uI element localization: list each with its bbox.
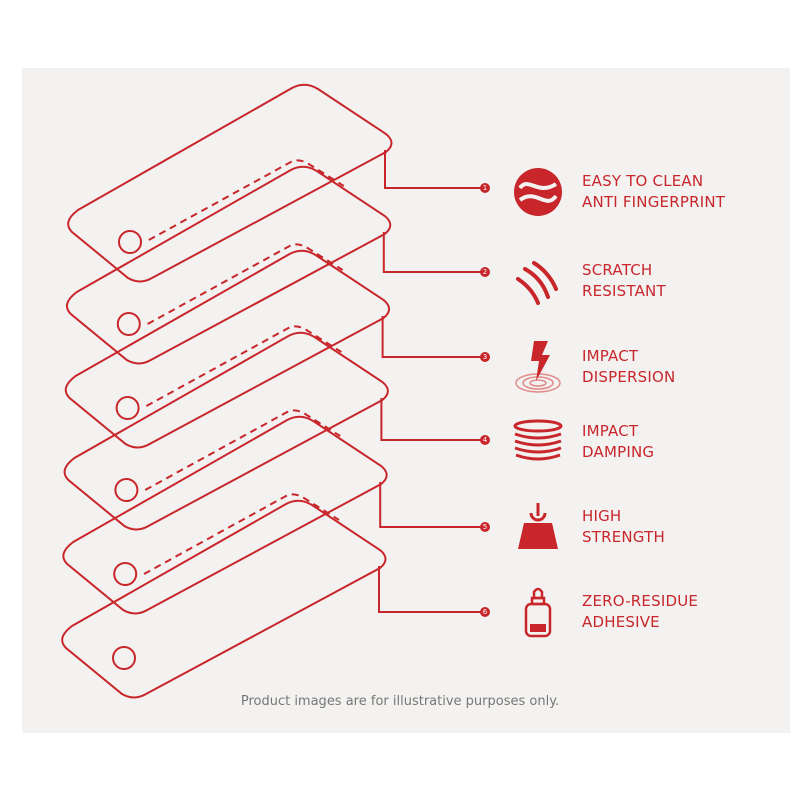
leader-line-4: [380, 398, 482, 441]
feature-impact-dispersion: IMPACT DISPERSION: [512, 341, 675, 393]
disclaimer-text: Product images are for illustrative purp…: [240, 694, 560, 709]
background-card: [22, 68, 790, 733]
yin-yang-clean-icon: [514, 168, 562, 216]
feature-impact-damping: IMPACT DAMPING: [512, 416, 654, 468]
feature-title: SCRATCH: [582, 261, 653, 279]
layer-plate-2: [65, 165, 392, 365]
weight-icon: [518, 503, 558, 549]
layer-number-3: 3: [480, 352, 490, 362]
hidden-edge: [145, 325, 342, 407]
hidden-edge: [147, 243, 344, 325]
layer-number-6: 6: [480, 607, 490, 617]
layer-plate-4: [63, 331, 389, 531]
feature-scratch-resistant: SCRATCH RESISTANT: [512, 255, 666, 307]
feature-subtitle: ADHESIVE: [582, 613, 660, 631]
feature-easy-clean: EASY TO CLEAN ANTI FINGERPRINT: [512, 166, 725, 218]
layer-number-1: 1: [480, 183, 490, 193]
leader-line-6: [378, 566, 482, 613]
layer-number-4: 4: [480, 435, 490, 445]
camera-cutout: [114, 478, 139, 502]
camera-cutout: [116, 312, 141, 336]
feature-zero-residue-adhesive: ZERO-RESIDUE ADHESIVE: [512, 586, 698, 638]
leader-line-3: [381, 316, 482, 358]
camera-cutout: [115, 396, 140, 420]
leader-line-2: [382, 232, 482, 273]
leader-line-5: [379, 482, 482, 528]
layer-number-2: 2: [480, 267, 490, 277]
adhesive-bottle-icon: [524, 587, 552, 638]
layer-plate-1: [67, 83, 393, 283]
feature-title: ZERO-RESIDUE: [582, 592, 699, 610]
feature-high-strength: HIGH STRENGTH: [512, 501, 665, 553]
stacked-rings-icon: [513, 419, 563, 461]
feature-subtitle: STRENGTH: [582, 528, 665, 546]
scratch-icon: [516, 261, 558, 305]
leader-line-1: [384, 150, 482, 189]
feature-subtitle: RESISTANT: [582, 282, 666, 300]
feature-title: HIGH: [582, 507, 622, 525]
lightning-impact-icon: [515, 341, 561, 393]
feature-title: IMPACT: [582, 422, 639, 440]
feature-subtitle: DISPERSION: [582, 368, 676, 386]
hidden-edge: [144, 409, 341, 491]
feature-title: IMPACT: [582, 347, 639, 365]
feature-subtitle: DAMPING: [582, 443, 655, 461]
feature-subtitle: ANTI FINGERPRINT: [582, 193, 726, 211]
feature-title: EASY TO CLEAN: [582, 172, 704, 190]
camera-cutout: [113, 562, 138, 586]
hidden-edge: [148, 159, 345, 241]
camera-cutout: [118, 230, 142, 254]
hidden-edge: [143, 493, 340, 575]
camera-cutout: [112, 646, 136, 670]
layer-number-5: 5: [480, 522, 490, 532]
